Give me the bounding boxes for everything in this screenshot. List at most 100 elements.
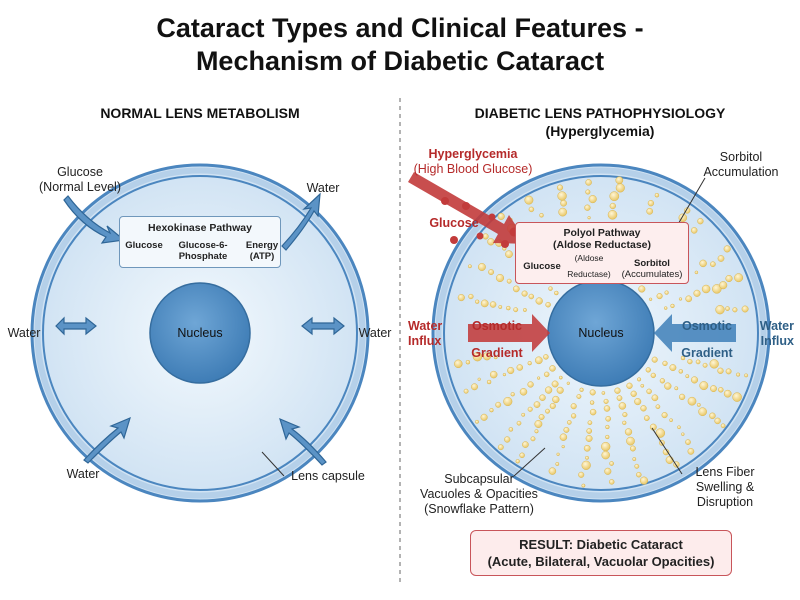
vacuole-dot [505,250,513,259]
polyol-title-line-1: Polyol Pathway [563,227,641,239]
vacuole-dot [725,306,730,311]
vacuole-dot [548,467,557,475]
vacuole-dot [515,459,520,464]
sorbitol-line-1: Sorbitol [719,150,763,164]
polyol-to-note: (Accumulates) [621,269,683,280]
glucose-dots [441,197,509,248]
vacuole-dot [589,400,595,405]
lens-fiber-pointer [651,427,683,475]
vacuole-dot [674,386,679,391]
vacuole-dot [616,395,623,401]
vacuole-dot [497,444,504,451]
vacuole-dot [487,238,495,246]
vacuole-dot [603,398,609,404]
vacuole-dot [680,355,686,361]
vacuole-dot [581,483,586,488]
vacuole-dot [534,420,543,428]
vacuole-dot [475,299,480,304]
subcapsular-label: Subcapsular Vacuoles & Opacities (Snowfl… [414,472,544,517]
vacuole-dot [543,371,550,378]
osmotic-left-line-1: Osmotic [471,319,522,333]
vacuole-dot [709,412,716,420]
vacuole-dot [656,293,663,300]
normal-nucleus-shape [149,282,251,384]
vacuole-dot [670,303,675,309]
vacuole-dot [677,425,681,430]
lens-fiber-line-3: Disruption [696,495,754,509]
vacuole-dot [465,359,471,365]
water-right-label: Water [358,326,392,340]
vacuole-dot [528,206,535,213]
vacuole-dot [699,259,707,268]
vacuole-dot [548,286,553,291]
osmotic-left-line-2: Gradient [471,346,523,360]
vacuole-dot [630,390,637,397]
vacuole-dot [563,426,570,433]
vacuole-dot [560,199,567,207]
vacuole-dot [527,381,534,388]
vacuole-dot [634,463,640,469]
vacuole-dot [579,387,584,392]
vacuole-dot [539,394,546,401]
vacuole-dot [578,471,585,478]
vacuole-dot [551,380,559,388]
vacuole-dot [632,457,637,462]
vacuole-dot [634,398,642,406]
vacuole-dot [519,388,528,396]
vacuole-dot [719,281,728,290]
vacuole-dot [589,408,597,416]
vacuole-dot [486,379,492,385]
vacuole-dot [585,189,591,195]
vacuole-dot [522,441,529,448]
vacuole-dot [510,392,515,397]
vacuole-dot [559,433,568,441]
vacuole-dot [601,450,610,460]
osmotic-right-line-1: Osmotic [681,319,732,333]
vacuole-dot [558,207,568,217]
vacuole-dot [524,195,534,205]
vacuole-dot [669,364,677,372]
hyperglycemia-label: Hyperglycemia (High Blood Glucose) [408,147,538,177]
vacuole-dot [457,294,465,302]
vacuole-dot [516,420,522,426]
vacuole-dot [638,285,646,293]
vacuole-dot [482,352,492,361]
vacuole-dot [549,402,556,410]
vacuole-dot [650,372,656,379]
vacuole-dot [624,428,633,436]
vacuole-dot [736,372,741,377]
polyol-from: Glucose [519,261,565,272]
vacuole-dot [629,445,636,452]
hexokinase-step3-line2: (ATP) [249,251,275,262]
vacuole-dot [687,358,693,365]
vacuole-dot [663,306,668,310]
lens-fiber-line-1: Lens Fiber [695,465,755,479]
vacuole-dot [535,297,543,305]
vacuole-dot [637,377,642,382]
water-influx-right-label: Water Influx [748,319,794,349]
polyol-pathway-box: Polyol Pathway (Aldose Reductase) [515,222,689,284]
hexokinase-step-g6p: Glucose-6- Phosphate [174,240,232,262]
vacuole-dot [648,297,653,301]
vacuole-dot [712,284,722,294]
vacuole-dot [687,396,697,406]
result-box: RESULT: Diabetic Cataract (Acute, Bilate… [470,530,732,576]
vacuole-dot [701,284,711,294]
vacuole-dot [497,212,505,220]
subcapsular-pointer [513,447,546,477]
polyol-to-text: Sorbitol [634,258,670,269]
vacuole-dot [609,202,616,210]
subcapsular-line-3: (Snowflake Pattern) [424,502,534,516]
vacuole-dot [732,307,738,313]
polyol-to: Sorbitol (Accumulates) [616,258,688,280]
hexokinase-pathway-box: Hexokinase Pathway [119,216,281,268]
vacuole-dot [714,417,721,425]
vacuole-dot [698,407,707,417]
vacuole-dot [513,307,519,313]
vacuole-dot [725,274,733,283]
vacuole-dot [614,387,621,394]
vacuole-dot [570,413,577,419]
diabetic-nucleus-label: Nucleus [578,326,624,340]
normal-glucose-line-2: (Normal Level) [39,180,121,194]
